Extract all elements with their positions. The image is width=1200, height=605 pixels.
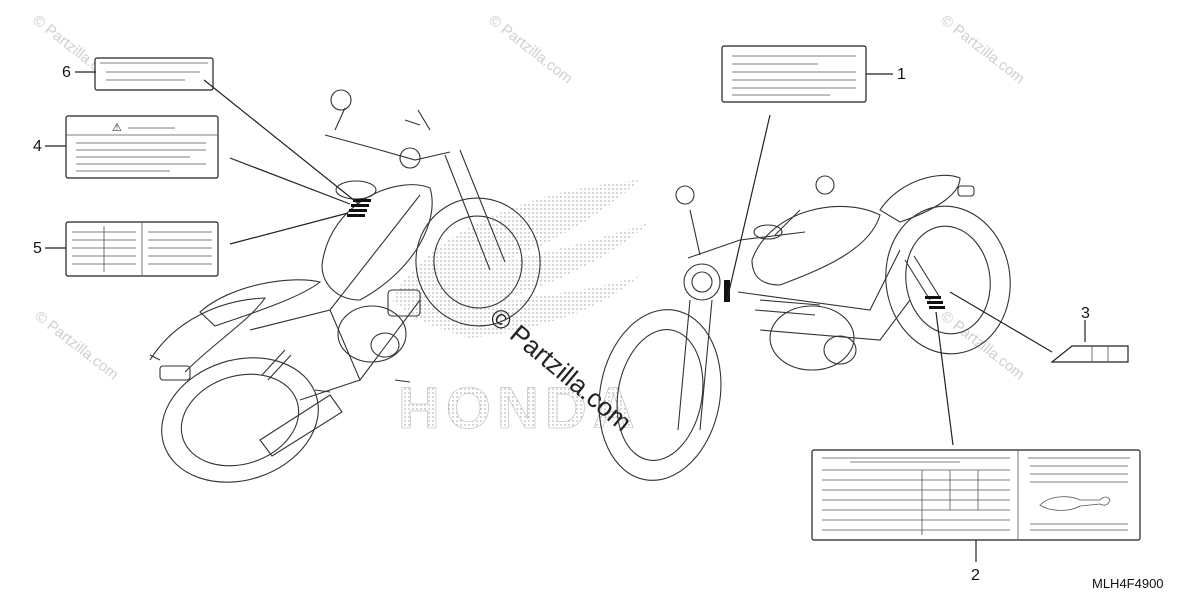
tank-labels (347, 199, 371, 217)
left-motorcycle-illustration (149, 89, 541, 483)
callout-6: 6 (62, 64, 71, 81)
callout-4: 4 (33, 138, 42, 155)
swingarm-label-marker (925, 296, 945, 309)
callout-2: 2 (971, 567, 980, 584)
callout-5: 5 (33, 240, 42, 257)
label-1-drawing (721, 45, 867, 301)
callout-3: 3 (1081, 305, 1090, 322)
watermark-mid-right: © Partzilla.com (938, 308, 1028, 384)
label-5-drawing (65, 212, 349, 277)
label-3-drawing (949, 291, 1129, 363)
honda-wing-logo: HONDA (392, 180, 650, 441)
label-4-warning-drawing: ⚠ (65, 115, 351, 205)
label-6-drawing (94, 57, 361, 206)
honda-brand-text: HONDA (398, 376, 641, 441)
warning-icon: ⚠ (112, 121, 122, 134)
watermark-top-mid: © Partzilla.com (486, 12, 576, 88)
watermark-mid-left: © Partzilla.com (32, 308, 122, 384)
right-motorcycle-illustration (598, 174, 1011, 481)
label-2-drawing (811, 311, 1141, 562)
callout-1: 1 (897, 66, 906, 83)
frame-label-marker (724, 280, 730, 302)
diagram-part-code: MLH4F4900 (1092, 576, 1164, 591)
watermark-top-right: © Partzilla.com (938, 12, 1028, 88)
